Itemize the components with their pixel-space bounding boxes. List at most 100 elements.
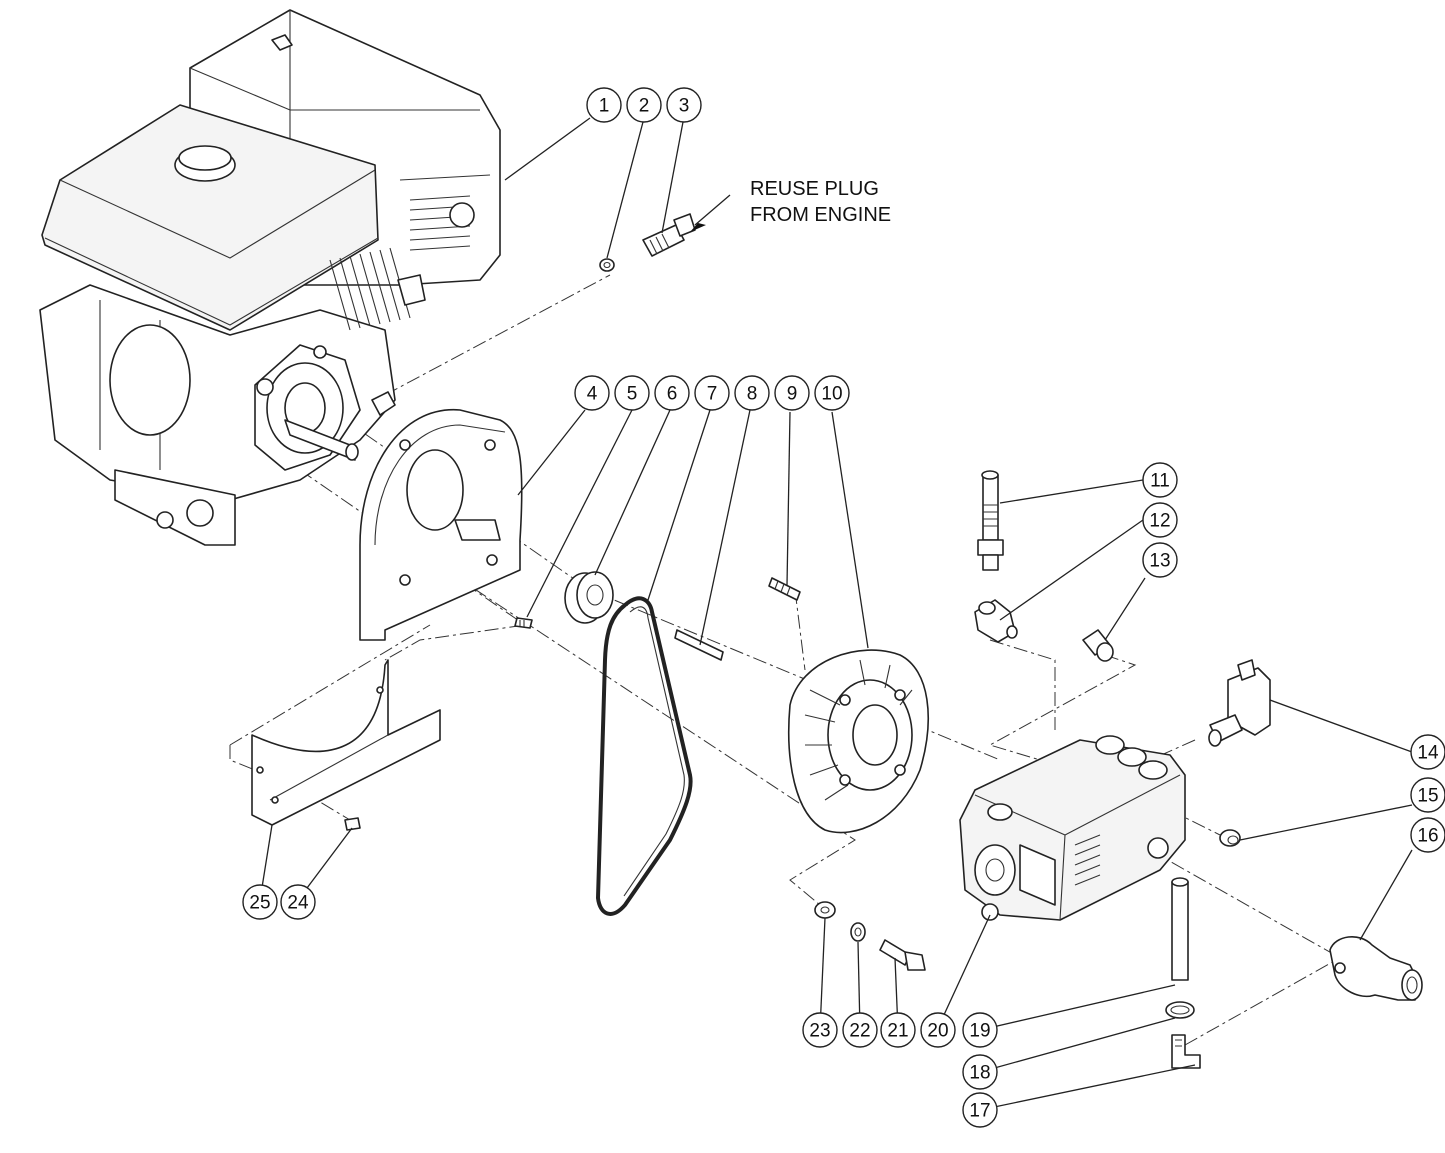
callout-circle xyxy=(774,375,810,411)
callout-number: 20 xyxy=(927,1021,948,1042)
callout-circle xyxy=(962,1012,998,1048)
part-22-washer xyxy=(850,922,866,942)
part-4-belt-guard xyxy=(359,409,523,641)
callout-circle xyxy=(694,375,730,411)
callout-circle xyxy=(920,1012,956,1048)
callout-11: 11 xyxy=(1142,462,1178,498)
callout-18: 18 xyxy=(962,1054,998,1090)
callout-number: 23 xyxy=(809,1021,830,1042)
fan-fins xyxy=(804,659,913,801)
callout-13: 13 xyxy=(1142,542,1178,578)
callout-circle xyxy=(1142,502,1178,538)
part-14-unloader xyxy=(1208,659,1271,747)
part-24-screw xyxy=(344,817,361,831)
callout-circle xyxy=(1142,462,1178,498)
callout-number: 1 xyxy=(599,96,610,117)
callout-number: 7 xyxy=(707,384,718,405)
callout-number: 16 xyxy=(1417,826,1438,847)
callout-circle xyxy=(734,375,770,411)
callout-15: 15 xyxy=(1410,777,1445,813)
callout-number: 15 xyxy=(1417,786,1438,807)
callout-number: 18 xyxy=(969,1063,990,1084)
callout-24: 24 xyxy=(280,884,316,920)
callout-circle xyxy=(666,87,702,123)
part-18-clamp xyxy=(1165,1001,1195,1019)
callout-19: 19 xyxy=(962,1012,998,1048)
callout-circle xyxy=(802,1012,838,1048)
callout-5: 5 xyxy=(614,375,650,411)
callout-circle xyxy=(1410,734,1445,770)
callout-3: 3 xyxy=(666,87,702,123)
callout-number: 2 xyxy=(639,96,650,117)
part-7-belt xyxy=(596,596,693,916)
callout-8: 8 xyxy=(734,375,770,411)
callout-23: 23 xyxy=(802,1012,838,1048)
callout-circle xyxy=(1410,817,1445,853)
part-16-tee xyxy=(1329,936,1423,1001)
callout-17: 17 xyxy=(962,1092,998,1128)
callout-circle xyxy=(842,1012,878,1048)
part-5-screw xyxy=(514,617,533,629)
callout-circle xyxy=(614,375,650,411)
callout-number: 21 xyxy=(887,1021,908,1042)
callout-circle xyxy=(242,884,278,920)
callout-number: 17 xyxy=(969,1101,990,1122)
callout-22: 22 xyxy=(842,1012,878,1048)
callout-circle xyxy=(880,1012,916,1048)
callout-number: 8 xyxy=(747,384,758,405)
engine xyxy=(39,9,501,546)
callout-number: 10 xyxy=(821,384,842,405)
callout-2: 2 xyxy=(626,87,662,123)
callout-16: 16 xyxy=(1410,817,1445,853)
callout-10: 10 xyxy=(814,375,850,411)
part-8-key xyxy=(674,629,724,661)
callout-circle xyxy=(1410,777,1445,813)
part-11-fitting xyxy=(977,470,1004,571)
leader-lines xyxy=(259,117,1413,1111)
part-20-pump xyxy=(959,735,1186,921)
pump-fins xyxy=(1074,834,1101,886)
callout-6: 6 xyxy=(654,375,690,411)
callout-circle xyxy=(586,87,622,123)
callout-21: 21 xyxy=(880,1012,916,1048)
cooling-vents xyxy=(409,195,471,251)
part-21-bolt xyxy=(879,939,926,971)
callout-number: 19 xyxy=(969,1021,990,1042)
part-19-tube xyxy=(1171,877,1189,981)
callout-circle xyxy=(280,884,316,920)
callout-25: 25 xyxy=(242,884,278,920)
callout-1: 1 xyxy=(586,87,622,123)
callout-circle xyxy=(574,375,610,411)
callout-number: 12 xyxy=(1149,511,1170,532)
part-15-plug xyxy=(1219,829,1241,847)
part-13-plug xyxy=(1082,629,1114,662)
note-line-1: REUSE PLUG xyxy=(750,178,879,200)
callout-number: 5 xyxy=(627,384,638,405)
callout-9: 9 xyxy=(774,375,810,411)
callout-circle xyxy=(962,1092,998,1128)
callout-14: 14 xyxy=(1410,734,1445,770)
callout-number: 4 xyxy=(587,384,598,405)
callout-circle xyxy=(654,375,690,411)
callout-12: 12 xyxy=(1142,502,1178,538)
part-2-washer xyxy=(599,258,615,272)
callout-circle xyxy=(814,375,850,411)
callout-circle xyxy=(962,1054,998,1090)
callout-4: 4 xyxy=(574,375,610,411)
callout-20: 20 xyxy=(920,1012,956,1048)
callout-number: 25 xyxy=(249,893,270,914)
part-6-pulley xyxy=(564,571,614,624)
part-12-elbow xyxy=(974,599,1018,643)
part-3-fitting xyxy=(642,213,696,257)
callout-number: 3 xyxy=(679,96,690,117)
callout-number: 6 xyxy=(667,384,678,405)
callout-number: 9 xyxy=(787,384,798,405)
callout-number: 24 xyxy=(287,893,309,914)
callout-number: 11 xyxy=(1150,471,1170,492)
callout-circle xyxy=(626,87,662,123)
callout-number: 14 xyxy=(1417,743,1439,764)
callout-number: 22 xyxy=(849,1021,870,1042)
note-line-2: FROM ENGINE xyxy=(750,204,891,226)
